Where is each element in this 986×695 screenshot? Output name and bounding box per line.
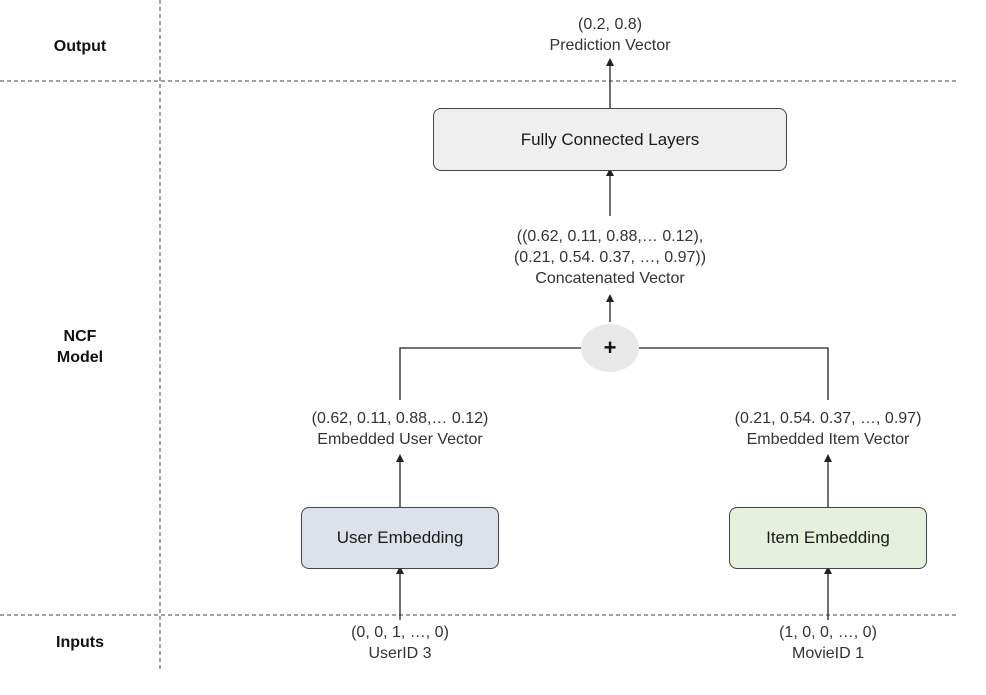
- user-embedding-box: User Embedding: [301, 507, 499, 569]
- fully-connected-layers-label: Fully Connected Layers: [520, 129, 700, 149]
- section-label-inputs: Inputs: [0, 632, 160, 653]
- user-embedding-label: User Embedding: [336, 528, 464, 547]
- prediction-value: (0.2, 0.8): [577, 16, 643, 33]
- item-vector-label: Embedded Item Vector: [746, 431, 910, 448]
- section-label-output-text: Output: [53, 38, 107, 55]
- connector-item-to-plus: [638, 347, 829, 400]
- connector-user-to-plus: [399, 347, 581, 400]
- section-label-model: NCF Model: [0, 326, 160, 368]
- user-input-caption: (0, 0, 1, …, 0) UserID 3: [300, 622, 500, 664]
- user-vector-value: (0.62, 0.11, 0.88,… 0.12): [311, 410, 489, 427]
- concatenated-value-line1: ((0.62, 0.11, 0.88,… 0.12),: [516, 228, 704, 245]
- item-embedding-box: Item Embedding: [729, 507, 927, 569]
- item-vector-caption: (0.21, 0.54. 0.37, …, 0.97) Embedded Ite…: [698, 408, 958, 450]
- prediction-label: Prediction Vector: [549, 37, 671, 54]
- item-input-caption: (1, 0, 0, …, 0) MovieID 1: [728, 622, 928, 664]
- fully-connected-layers-box: Fully Connected Layers: [433, 108, 787, 171]
- user-input-label: UserID 3: [368, 645, 432, 662]
- concatenated-value-line2: (0.21, 0.54. 0.37, …, 0.97)): [513, 249, 707, 266]
- prediction-caption: (0.2, 0.8) Prediction Vector: [510, 14, 710, 56]
- user-input-value: (0, 0, 1, …, 0): [351, 624, 449, 641]
- item-input-label: MovieID 1: [791, 645, 865, 662]
- concatenated-caption: ((0.62, 0.11, 0.88,… 0.12), (0.21, 0.54.…: [460, 226, 760, 289]
- section-label-inputs-text: Inputs: [56, 634, 104, 651]
- section-label-model-line1: NCF: [63, 328, 97, 345]
- section-label-output: Output: [0, 36, 160, 57]
- item-vector-value: (0.21, 0.54. 0.37, …, 0.97): [734, 410, 922, 427]
- user-vector-label: Embedded User Vector: [317, 431, 483, 448]
- user-vector-caption: (0.62, 0.11, 0.88,… 0.12) Embedded User …: [270, 408, 530, 450]
- item-input-value: (1, 0, 0, …, 0): [779, 624, 877, 641]
- concatenated-label: Concatenated Vector: [535, 270, 685, 287]
- section-label-model-line2: Model: [56, 349, 104, 366]
- concatenation-plus-node: +: [581, 324, 639, 372]
- item-embedding-label: Item Embedding: [766, 528, 890, 547]
- plus-icon: +: [603, 335, 617, 360]
